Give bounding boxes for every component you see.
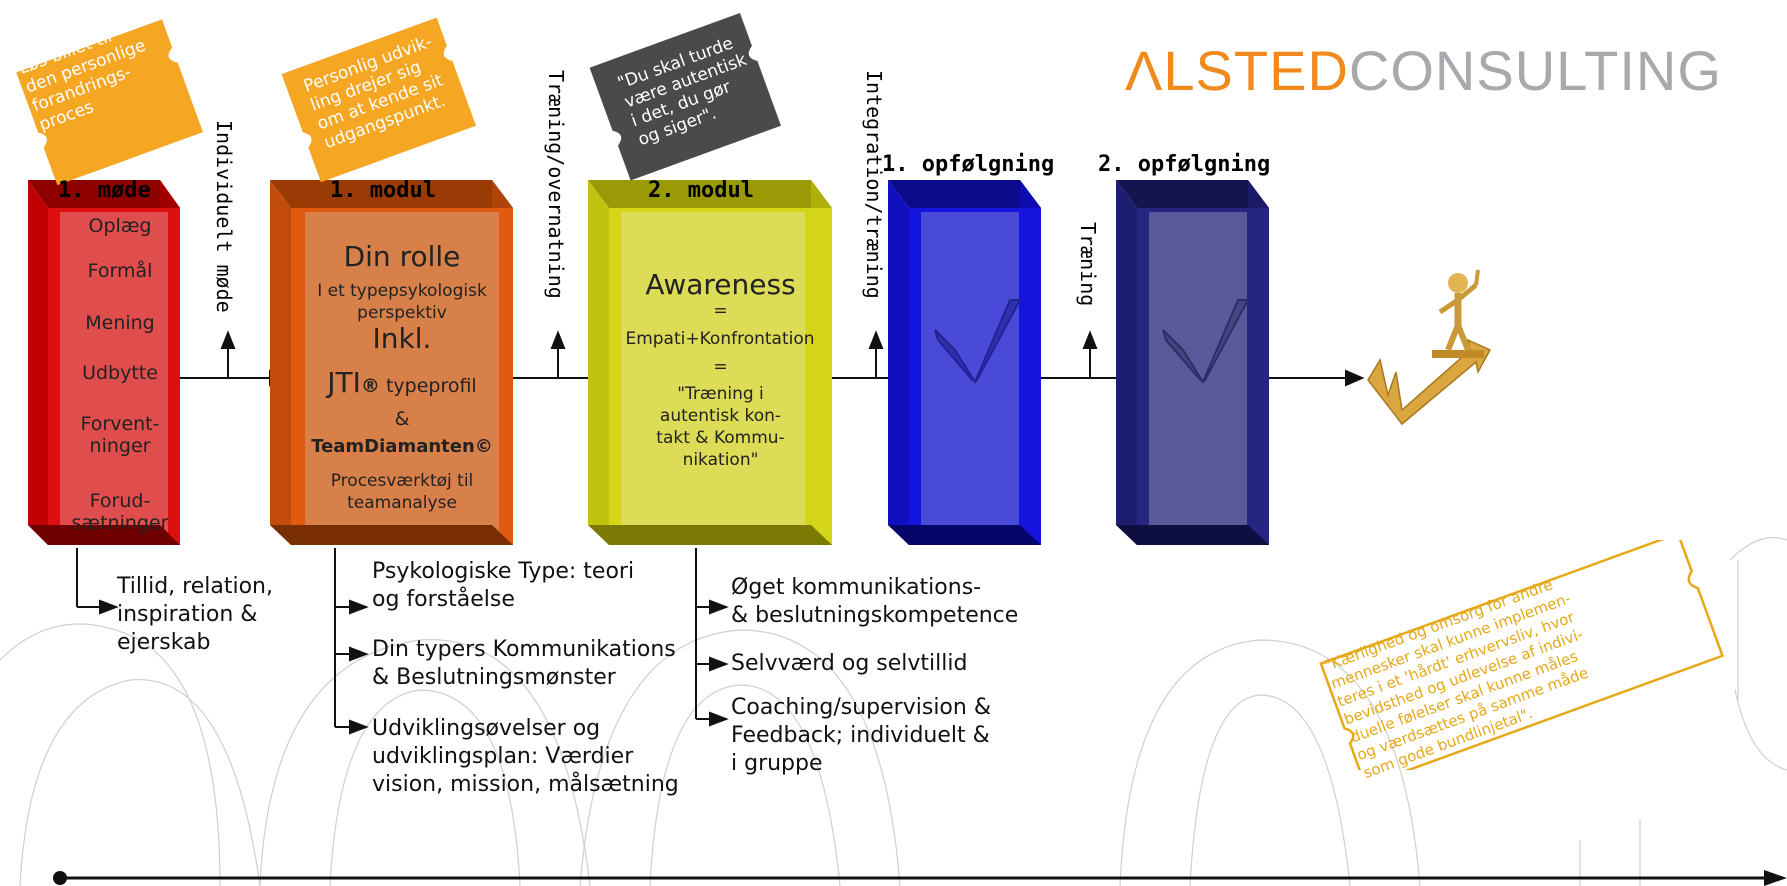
quote-card: "Kærlighed og omsorg for andre mennesker… — [1310, 540, 1730, 782]
modul1-heading: Din rolle — [343, 240, 461, 273]
modul1-amp: & — [394, 408, 410, 430]
moede-item: Forvent- ninger — [80, 413, 160, 457]
team-label: TeamDiamanten — [311, 436, 475, 457]
logo-part-1: ΛLSTED — [1125, 39, 1349, 102]
outcome-item: Selvværd og selvtillid — [731, 651, 968, 676]
modul2-line1: Empati+Konfrontation — [625, 329, 815, 349]
ticket-tag-3: "Du skal turde være autentisk i det, du … — [575, 0, 805, 185]
jti-rest: typeprofil — [379, 375, 477, 397]
ticket-icon — [16, 19, 204, 185]
box-modul-1 — [270, 180, 513, 545]
ticket-tag-2: Personlig udvik- ling drejer sig om at k… — [265, 0, 505, 185]
moede-item: Forud- sætninger — [71, 490, 169, 534]
box-modul-2 — [588, 180, 832, 545]
check-icon — [1162, 299, 1250, 385]
registered-mark: ® — [360, 375, 380, 397]
company-logo: ΛLSTEDCONSULTING — [1125, 38, 1722, 103]
label-individuelt-moede: Individuelt møde — [212, 120, 236, 313]
label-traening-overnatning: Træning/overnatning — [544, 70, 568, 299]
box-opfoelgning-1 — [888, 180, 1041, 545]
modul1-jti: JTI® typeprofil — [291, 369, 513, 398]
box-title-modul-1: 1. modul — [330, 178, 436, 203]
modul2-eq1: = — [713, 301, 728, 321]
box-title-opfoelgning-1: 1. opfølgning — [882, 152, 1055, 177]
moede-item: Mening — [85, 312, 155, 334]
modul1-tool: Procesværktøj til teamanalyse — [330, 471, 474, 513]
outcome-item: Udviklingsøvelser og udviklingsplan: Vær… — [372, 716, 679, 797]
label-traening: Træning — [1076, 222, 1100, 307]
modul2-eq2: = — [713, 357, 728, 377]
box-moede — [28, 180, 180, 545]
modul1-team: TeamDiamanten© — [291, 436, 513, 458]
modul1-inkl: Inkl. — [372, 322, 432, 355]
modul2-heading: Awareness — [645, 268, 796, 301]
box-title-moede: 1. møde — [58, 178, 151, 203]
outcome-item: Psykologiske Type: teori og forståelse — [372, 559, 635, 612]
growth-figure-icon — [1367, 269, 1492, 426]
label-integration-traening: Integration/træning — [862, 70, 886, 299]
box-title-opfoelgning-2: 2. opfølgning — [1098, 152, 1271, 177]
moede-item: Formål — [87, 260, 153, 282]
check-icon — [934, 299, 1022, 385]
box-title-modul-2: 2. modul — [648, 178, 754, 203]
logo-part-2: CONSULTING — [1348, 39, 1722, 102]
jti-label: JTI — [327, 366, 361, 399]
ticket-tag-1: Løs billet til den personlige forandring… — [0, 0, 230, 185]
outcome-item: Coaching/supervision & Feedback; individ… — [731, 695, 991, 776]
outcome-item: Øget kommunikations- & beslutningskompet… — [731, 575, 1019, 628]
quote-card-frame — [1319, 540, 1725, 770]
box-opfoelgning-2 — [1116, 180, 1269, 545]
ticket-icon — [281, 17, 476, 183]
copyright-mark: © — [474, 436, 493, 457]
outcome-item: Din typers Kommunikations & Beslutningsm… — [372, 637, 676, 690]
moede-item: Udbytte — [82, 362, 158, 384]
moede-item: Oplæg — [88, 215, 152, 237]
ticket-icon — [589, 12, 781, 181]
modul2-quote: "Træning i autentisk kon- takt & Kommu- … — [656, 384, 785, 470]
outcome-item: Tillid, relation, inspiration & ejerskab — [117, 574, 273, 655]
modul1-sub: I et typepsykologisk perspektiv — [317, 281, 487, 323]
